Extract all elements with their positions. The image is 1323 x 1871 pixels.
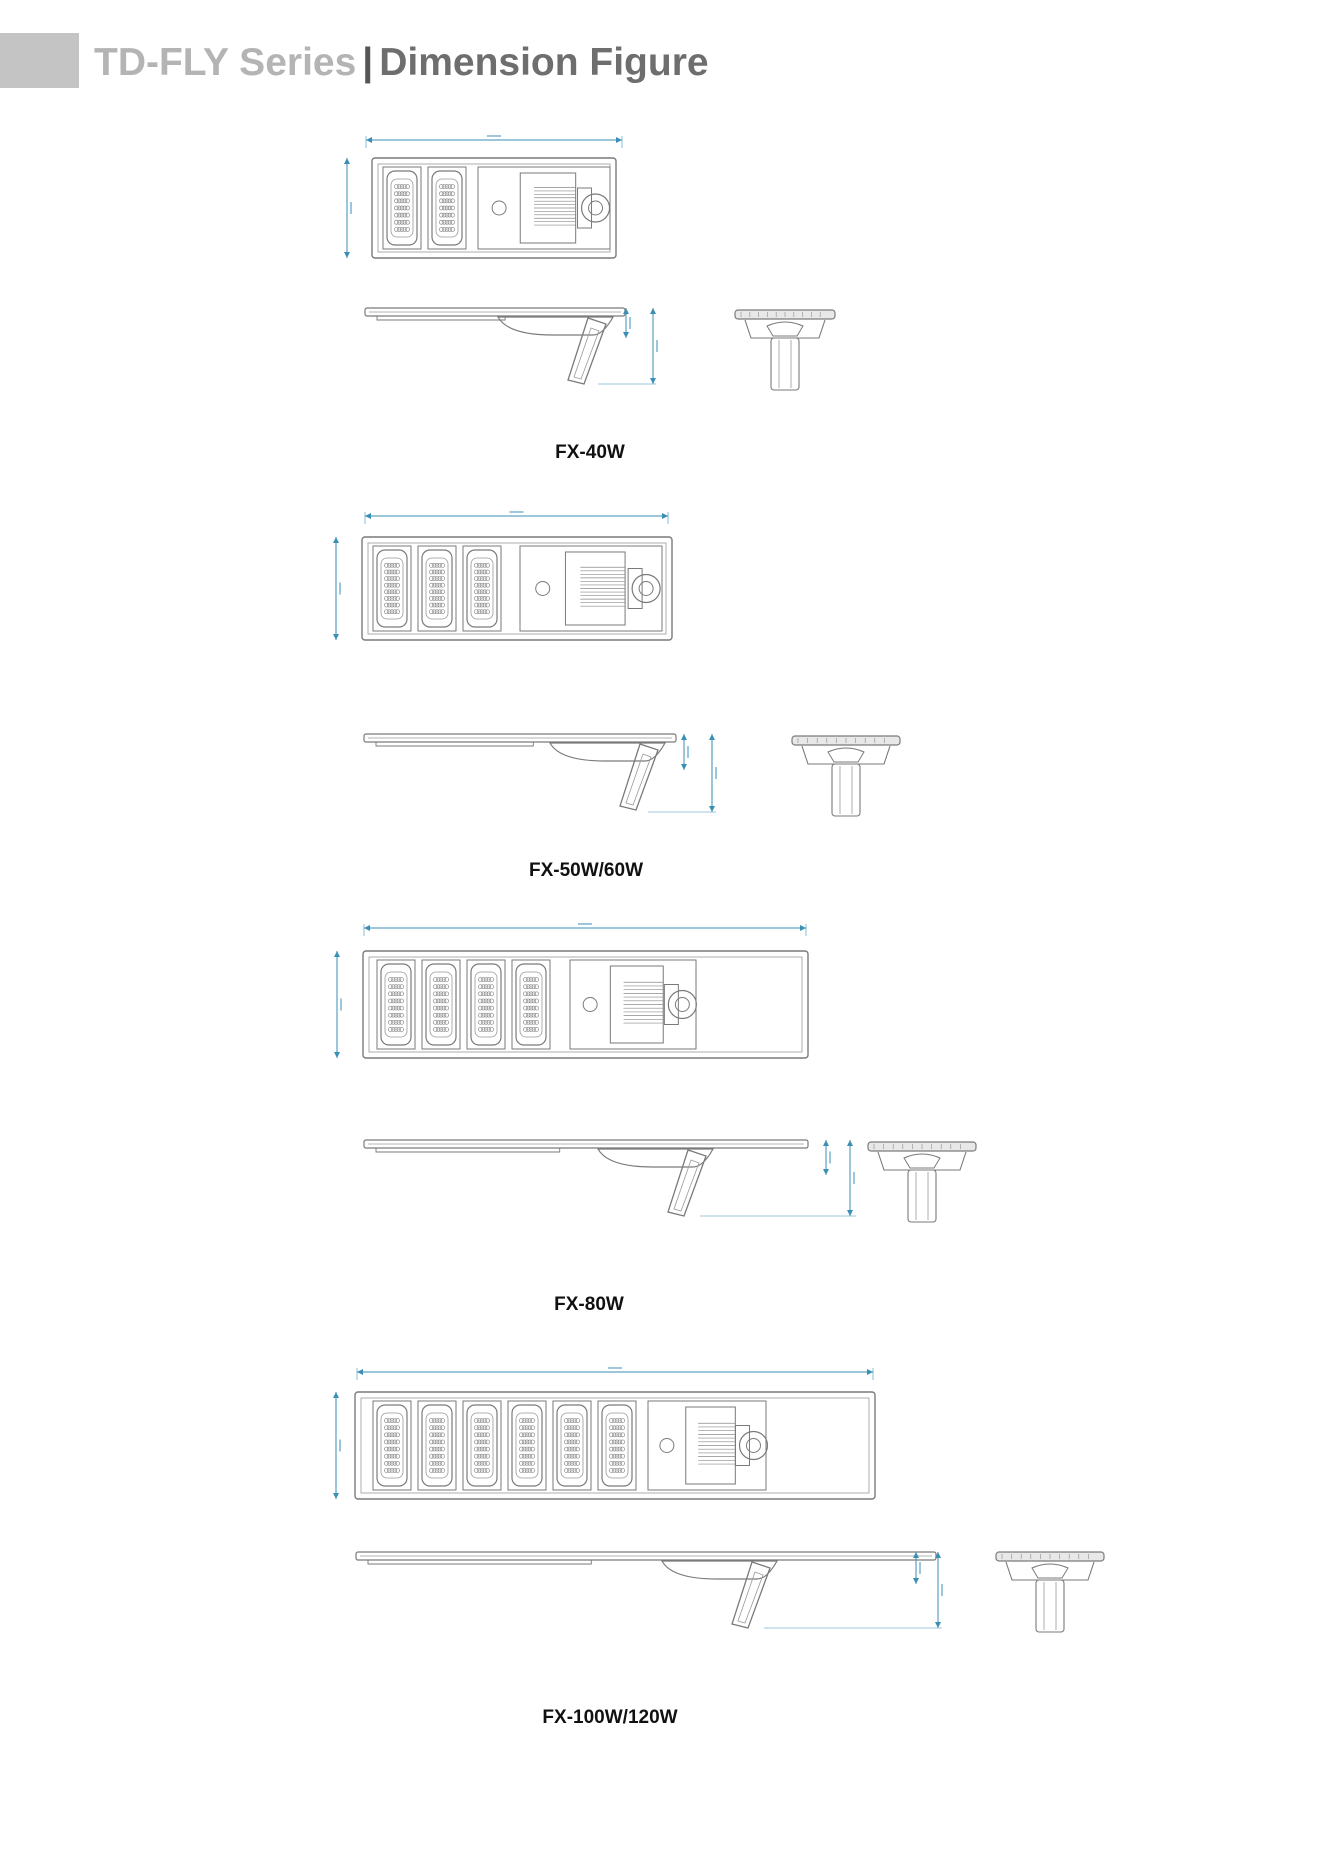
top-view-fx40 bbox=[344, 135, 623, 259]
page-subtitle: Dimension Figure bbox=[379, 41, 709, 84]
model-label-fx100: FX-100W/120W bbox=[542, 1707, 678, 1728]
side-view-fx80 bbox=[363, 1139, 856, 1217]
page-title: TD-FLY Series|Dimension Figure bbox=[94, 35, 709, 90]
header-accent-block bbox=[0, 33, 79, 88]
top-view-fx80 bbox=[334, 923, 809, 1059]
top-view-fx50 bbox=[333, 511, 673, 641]
side-view-fx50 bbox=[363, 733, 717, 813]
side-view-fx40 bbox=[364, 307, 658, 385]
side-view-fx100 bbox=[355, 1551, 943, 1629]
model-label-fx40: FX-40W bbox=[555, 442, 625, 463]
series-name: TD-FLY Series bbox=[94, 41, 357, 84]
title-separator: | bbox=[362, 41, 374, 84]
end-view-fx40 bbox=[734, 309, 836, 391]
end-view-fx50 bbox=[791, 735, 901, 817]
top-view-fx100 bbox=[333, 1367, 876, 1500]
model-label-fx80: FX-80W bbox=[554, 1294, 624, 1315]
model-label-fx50: FX-50W/60W bbox=[528, 860, 644, 881]
end-view-fx100 bbox=[995, 1551, 1105, 1633]
end-view-fx80 bbox=[867, 1141, 977, 1223]
